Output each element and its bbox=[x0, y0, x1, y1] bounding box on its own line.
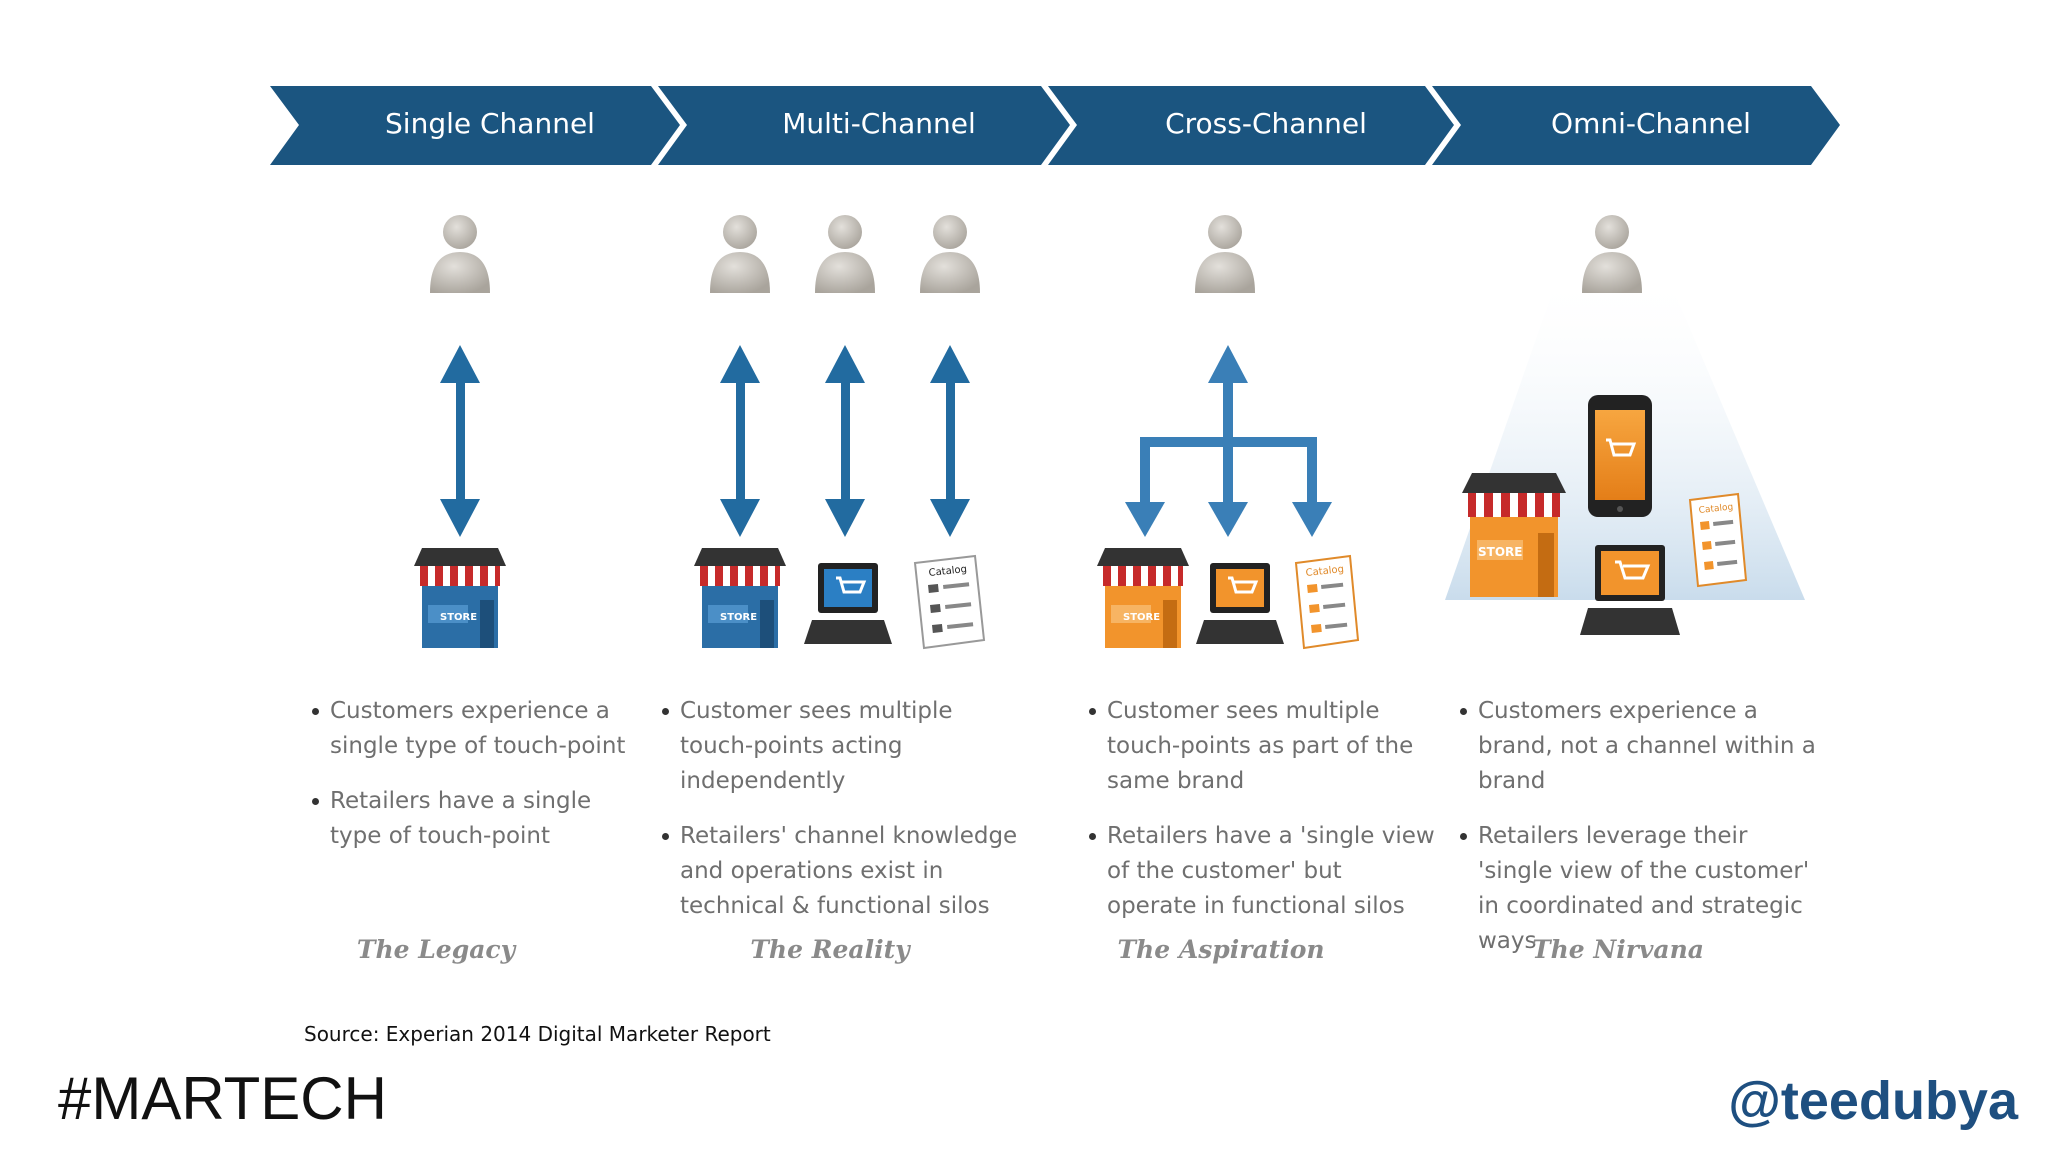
bullet-item: Customers experience a single type of to… bbox=[310, 694, 640, 764]
computer-icon bbox=[804, 563, 892, 644]
bullet-item: Retailers leverage their 'single view of… bbox=[1458, 819, 1818, 959]
twitter-handle: @teedubya bbox=[1728, 1071, 2018, 1131]
store-icon bbox=[694, 548, 786, 648]
smartphone-icon bbox=[1588, 395, 1652, 517]
bullet-item: Retailers have a single type of touch-po… bbox=[310, 784, 640, 854]
catalog-title-text: Catalog bbox=[1698, 502, 1733, 516]
stage-description-multi-channel: Customer sees multiple touch-points acti… bbox=[660, 694, 1020, 944]
store-sign-text: STORE bbox=[720, 612, 757, 623]
store-sign-text: STORE bbox=[1123, 612, 1160, 623]
catalog-title-text: Catalog bbox=[928, 564, 967, 579]
catalog-title-text: Catalog bbox=[1305, 564, 1344, 579]
person-icon bbox=[815, 215, 875, 293]
branching-arrow-icon bbox=[1125, 345, 1332, 537]
store-sign-text: STORE bbox=[440, 612, 477, 623]
double-arrow-icon bbox=[930, 345, 970, 537]
person-icon bbox=[710, 215, 770, 293]
chevron-multi-channel bbox=[658, 86, 1070, 165]
double-arrow-icon bbox=[440, 345, 480, 537]
stage-description-single-channel: Customers experience a single type of to… bbox=[310, 694, 640, 874]
computer-icon bbox=[1580, 545, 1680, 635]
store-icon bbox=[1097, 548, 1189, 648]
person-icon bbox=[1195, 215, 1255, 293]
bullet-item: Customer sees multiple touch-points as p… bbox=[1087, 694, 1437, 799]
stage-description-cross-channel: Customer sees multiple touch-points as p… bbox=[1087, 694, 1437, 944]
stage-description-omni-channel: Customers experience a brand, not a chan… bbox=[1458, 694, 1818, 979]
catalog-icon bbox=[1294, 554, 1360, 650]
chevron-cross-channel bbox=[1048, 86, 1454, 165]
bullet-item: Retailers' channel knowledge and operati… bbox=[660, 819, 1020, 924]
person-icon bbox=[920, 215, 980, 293]
stage-name-legacy: The Legacy bbox=[356, 935, 516, 964]
double-arrow-icon bbox=[720, 345, 760, 537]
catalog-icon bbox=[913, 554, 986, 650]
chevron-label-cross-channel: Cross-Channel bbox=[1165, 107, 1367, 140]
stage-name-reality: The Reality bbox=[750, 935, 910, 964]
person-icon bbox=[430, 215, 490, 293]
stage-name-aspiration: The Aspiration bbox=[1117, 935, 1325, 964]
chevron-omni-channel bbox=[1432, 86, 1840, 165]
store-icon bbox=[414, 548, 506, 648]
chevron-label-multi-channel: Multi-Channel bbox=[782, 107, 976, 140]
hashtag-label: #MARTECH bbox=[58, 1065, 387, 1132]
store-sign-text: STORE bbox=[1478, 545, 1522, 559]
computer-icon bbox=[1196, 563, 1284, 644]
stage-name-nirvana: The Nirvana bbox=[1531, 935, 1704, 964]
double-arrow-icon bbox=[825, 345, 865, 537]
bullet-item: Customer sees multiple touch-points acti… bbox=[660, 694, 1020, 799]
catalog-icon bbox=[1688, 492, 1748, 588]
chevron-label-single-channel: Single Channel bbox=[385, 107, 595, 140]
bullet-item: Retailers have a 'single view of the cus… bbox=[1087, 819, 1437, 924]
chevron-label-omni-channel: Omni-Channel bbox=[1551, 107, 1751, 140]
source-citation: Source: Experian 2014 Digital Marketer R… bbox=[304, 1022, 771, 1046]
chevron-single-channel bbox=[270, 86, 680, 165]
bullet-item: Customers experience a brand, not a chan… bbox=[1458, 694, 1818, 799]
store-icon bbox=[1462, 473, 1566, 597]
person-icon bbox=[1582, 215, 1642, 293]
